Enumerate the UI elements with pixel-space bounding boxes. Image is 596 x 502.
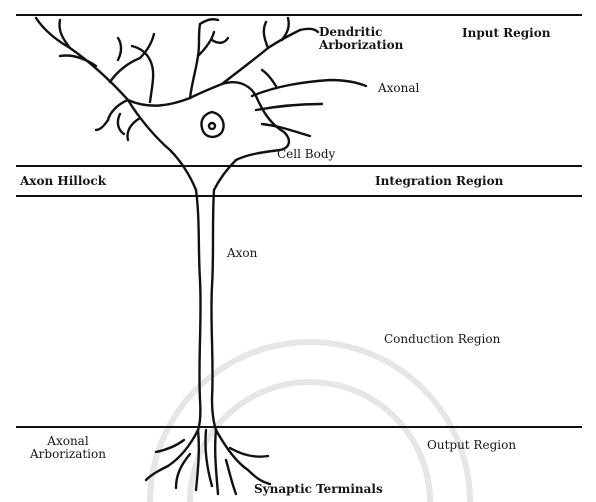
label-conduction-region: Conduction Region [384, 333, 500, 346]
label-cell-body: Cell Body [277, 148, 335, 161]
label-axonal-arborization: Axonal Arborization [20, 435, 116, 461]
axon-left [196, 190, 201, 430]
label-dendritic-arborization: Dendritic Arborization [319, 26, 411, 52]
label-axon: Axon [227, 247, 257, 260]
label-axon-hillock: Axon Hillock [20, 175, 106, 188]
region-dividers [16, 15, 582, 427]
label-output-region: Output Region [427, 439, 516, 452]
label-synaptic-terminals: Synaptic Terminals [254, 483, 383, 496]
label-input-region: Input Region [462, 27, 550, 40]
nucleus [201, 112, 223, 137]
label-integration-region: Integration Region [375, 175, 503, 188]
label-axonal: Axonal [378, 82, 419, 95]
nucleolus [209, 123, 215, 129]
axon-right [211, 190, 216, 430]
neuron [36, 18, 366, 494]
